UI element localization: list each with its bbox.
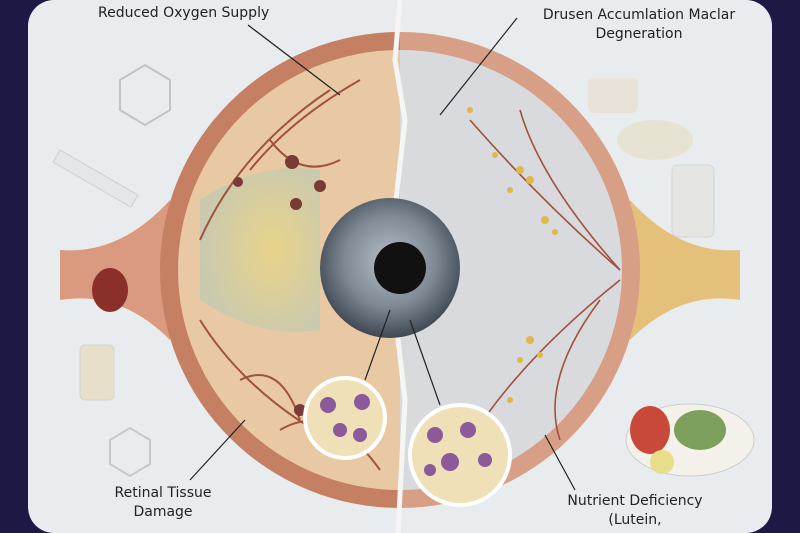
drusen-deposits	[467, 107, 558, 403]
label-retinal-line1: Retinal Tissue	[114, 485, 212, 501]
label-nutrient-deficiency: Nutrient Deficiency (Lutein,	[550, 492, 720, 530]
label-reduced-oxygen: Reduced Oxygen Supply	[98, 5, 270, 21]
illustration-panel: Reduced Oxygen Supply Drusen Accumlation…	[28, 0, 772, 533]
lens	[200, 168, 320, 332]
cell-magnifier-right	[408, 403, 512, 507]
label-retinal-damage: Retinal Tissue Damage	[98, 484, 228, 522]
label-drusen-line2: Degneration	[595, 26, 683, 42]
label-drusen-line1: Drusen Accumlation Maclar	[542, 7, 736, 23]
eye-diagram	[52, 0, 755, 533]
background-objects	[52, 63, 715, 478]
label-nutrient-line1: Nutrient Deficiency	[567, 493, 703, 509]
pupil	[374, 242, 426, 294]
leader-lines	[189, 17, 576, 491]
cell-magnifier-left	[303, 376, 387, 460]
label-nutrient-line2: (Lutein,	[608, 512, 662, 528]
optic-right	[630, 200, 740, 340]
label-retinal-line2: Damage	[133, 504, 193, 520]
label-drusen: Drusen Accumlation Maclar Degneration	[514, 6, 764, 44]
